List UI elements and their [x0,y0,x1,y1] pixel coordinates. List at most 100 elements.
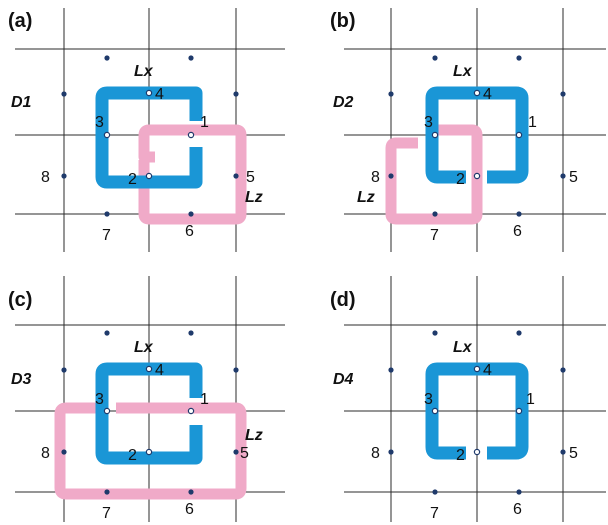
panel-d-point-7 [432,489,438,495]
panel-a-point-1 [187,131,195,139]
panel-b-tag: (b) [330,10,356,32]
panel-b-label-8: 8 [371,169,380,186]
panel-a-label-5: 5 [246,169,255,186]
panel-a-point-4 [145,89,153,97]
panel-d-label-1: 1 [526,391,535,408]
panel-d-point-1 [515,407,523,415]
panel-b-lz-coil [385,124,483,225]
panel-d-dot-right [560,367,566,373]
panel-a-label-1: 1 [200,114,209,131]
panel-b-label-4: 4 [483,86,492,103]
panel-a-lx-label: Lx [134,63,154,80]
panel-a-point-7 [104,211,110,217]
panel-d-label-5: 5 [569,445,578,462]
panel-b-point-8 [388,173,394,179]
panel-d-point-5 [560,449,566,455]
panel-c-label-8: 8 [41,445,50,462]
panel-c-label-7: 7 [102,505,111,522]
panel-c-label-3: 3 [95,391,104,408]
panel-c-label-1: 1 [200,391,209,408]
panel-d-dot-top-left [432,330,438,336]
panel-d-label-4: 4 [483,362,492,379]
panel-d-dot-top-right [516,330,522,336]
panel-d-label-2: 2 [456,447,465,464]
panel-d-point-6 [516,489,522,495]
panel-a-label-2: 2 [128,171,137,188]
panel-c-label-4: 4 [155,362,164,379]
panel-d-label-7: 7 [430,505,439,522]
panel-b-dot-top-left [432,55,438,61]
panel-a-dot-top-right [188,55,194,61]
panel-d-point-2 [473,448,481,456]
panel-c-label-6: 6 [185,501,194,518]
panel-b-label-1: 1 [528,114,537,131]
panel-a-lz-coil [138,124,247,225]
panel-b: (b) D2 Lx Lz 1 2 3 4 5 6 7 8 [330,8,606,252]
panel-d-grid [344,276,606,522]
panel-a-label-8: 8 [41,169,50,186]
panel-d-label-8: 8 [371,445,380,462]
panel-d-dot-left [388,367,394,373]
panel-a-label-4: 4 [155,86,164,103]
panel-b-label-2: 2 [456,171,465,188]
panel-b-label-7: 7 [430,227,439,244]
panel-d: (d) D4 Lx 1 2 3 4 5 6 7 8 [330,276,606,522]
panel-a-point-5 [233,173,239,179]
panel-c-point-7 [104,489,110,495]
panel-d-tag: (d) [330,289,356,311]
panel-a-label-6: 6 [185,223,194,240]
panel-b-label-6: 6 [513,223,522,240]
panel-a-dot-top-left [104,55,110,61]
panel-c-point-5 [233,449,239,455]
panel-a-lz-label: Lz [245,189,263,206]
panel-b-dot-top-right [516,55,522,61]
panel-a-lx-coil [95,86,203,189]
panel-b-lx-label: Lx [453,63,473,80]
panel-c-dot-left [61,367,67,373]
panel-b-point-1 [515,131,523,139]
panel-a-label-7: 7 [102,227,111,244]
panel-c-point-1 [187,407,195,415]
panel-a-point-2 [145,172,153,180]
panel-a-point-8 [61,173,67,179]
panel-a-point-6 [188,211,194,217]
panel-b-lz-label: Lz [357,189,375,206]
panel-a-tag: (a) [8,10,32,32]
panel-d-label-3: 3 [424,391,433,408]
panel-b-design-label: D2 [333,94,354,111]
panel-c-dot-top-right [188,330,194,336]
panel-c-dot-right [233,367,239,373]
panel-d-point-4 [473,365,481,373]
panel-b-point-2 [473,172,481,180]
panel-a-design-label: D1 [11,94,32,111]
panel-d-lx-label: Lx [453,339,473,356]
panel-b-point-3 [431,131,439,139]
panel-c-tag: (c) [8,289,32,311]
panel-a-dot-left [61,91,67,97]
panel-d-point-3 [431,407,439,415]
panel-c-dot-top-left [104,330,110,336]
panel-c-label-2: 2 [128,447,137,464]
panel-c-point-4 [145,365,153,373]
panel-c-design-label: D3 [11,371,32,388]
panel-b-label-5: 5 [569,169,578,186]
panel-a-dot-right [233,91,239,97]
panel-b-dot-right [560,91,566,97]
panel-c-point-2 [145,448,153,456]
panel-c-lx-coil [95,362,203,465]
panel-b-point-6 [516,211,522,217]
panel-c-lz-label: Lz [245,427,263,444]
panel-b-dot-left [388,91,394,97]
panel-c-point-3 [103,407,111,415]
panel-b-label-3: 3 [424,114,433,131]
panel-c-lz-coil [54,402,247,500]
panel-c-lx-label: Lx [134,339,154,356]
panel-c-point-6 [188,489,194,495]
panel-d-design-label: D4 [333,371,354,388]
panel-c: (c) D3 Lx Lz 1 2 3 4 5 6 7 8 [8,276,285,522]
panel-d-point-8 [388,449,394,455]
panel-c-label-5: 5 [240,445,249,462]
panel-a-label-3: 3 [95,114,104,131]
panel-b-point-7 [432,211,438,217]
